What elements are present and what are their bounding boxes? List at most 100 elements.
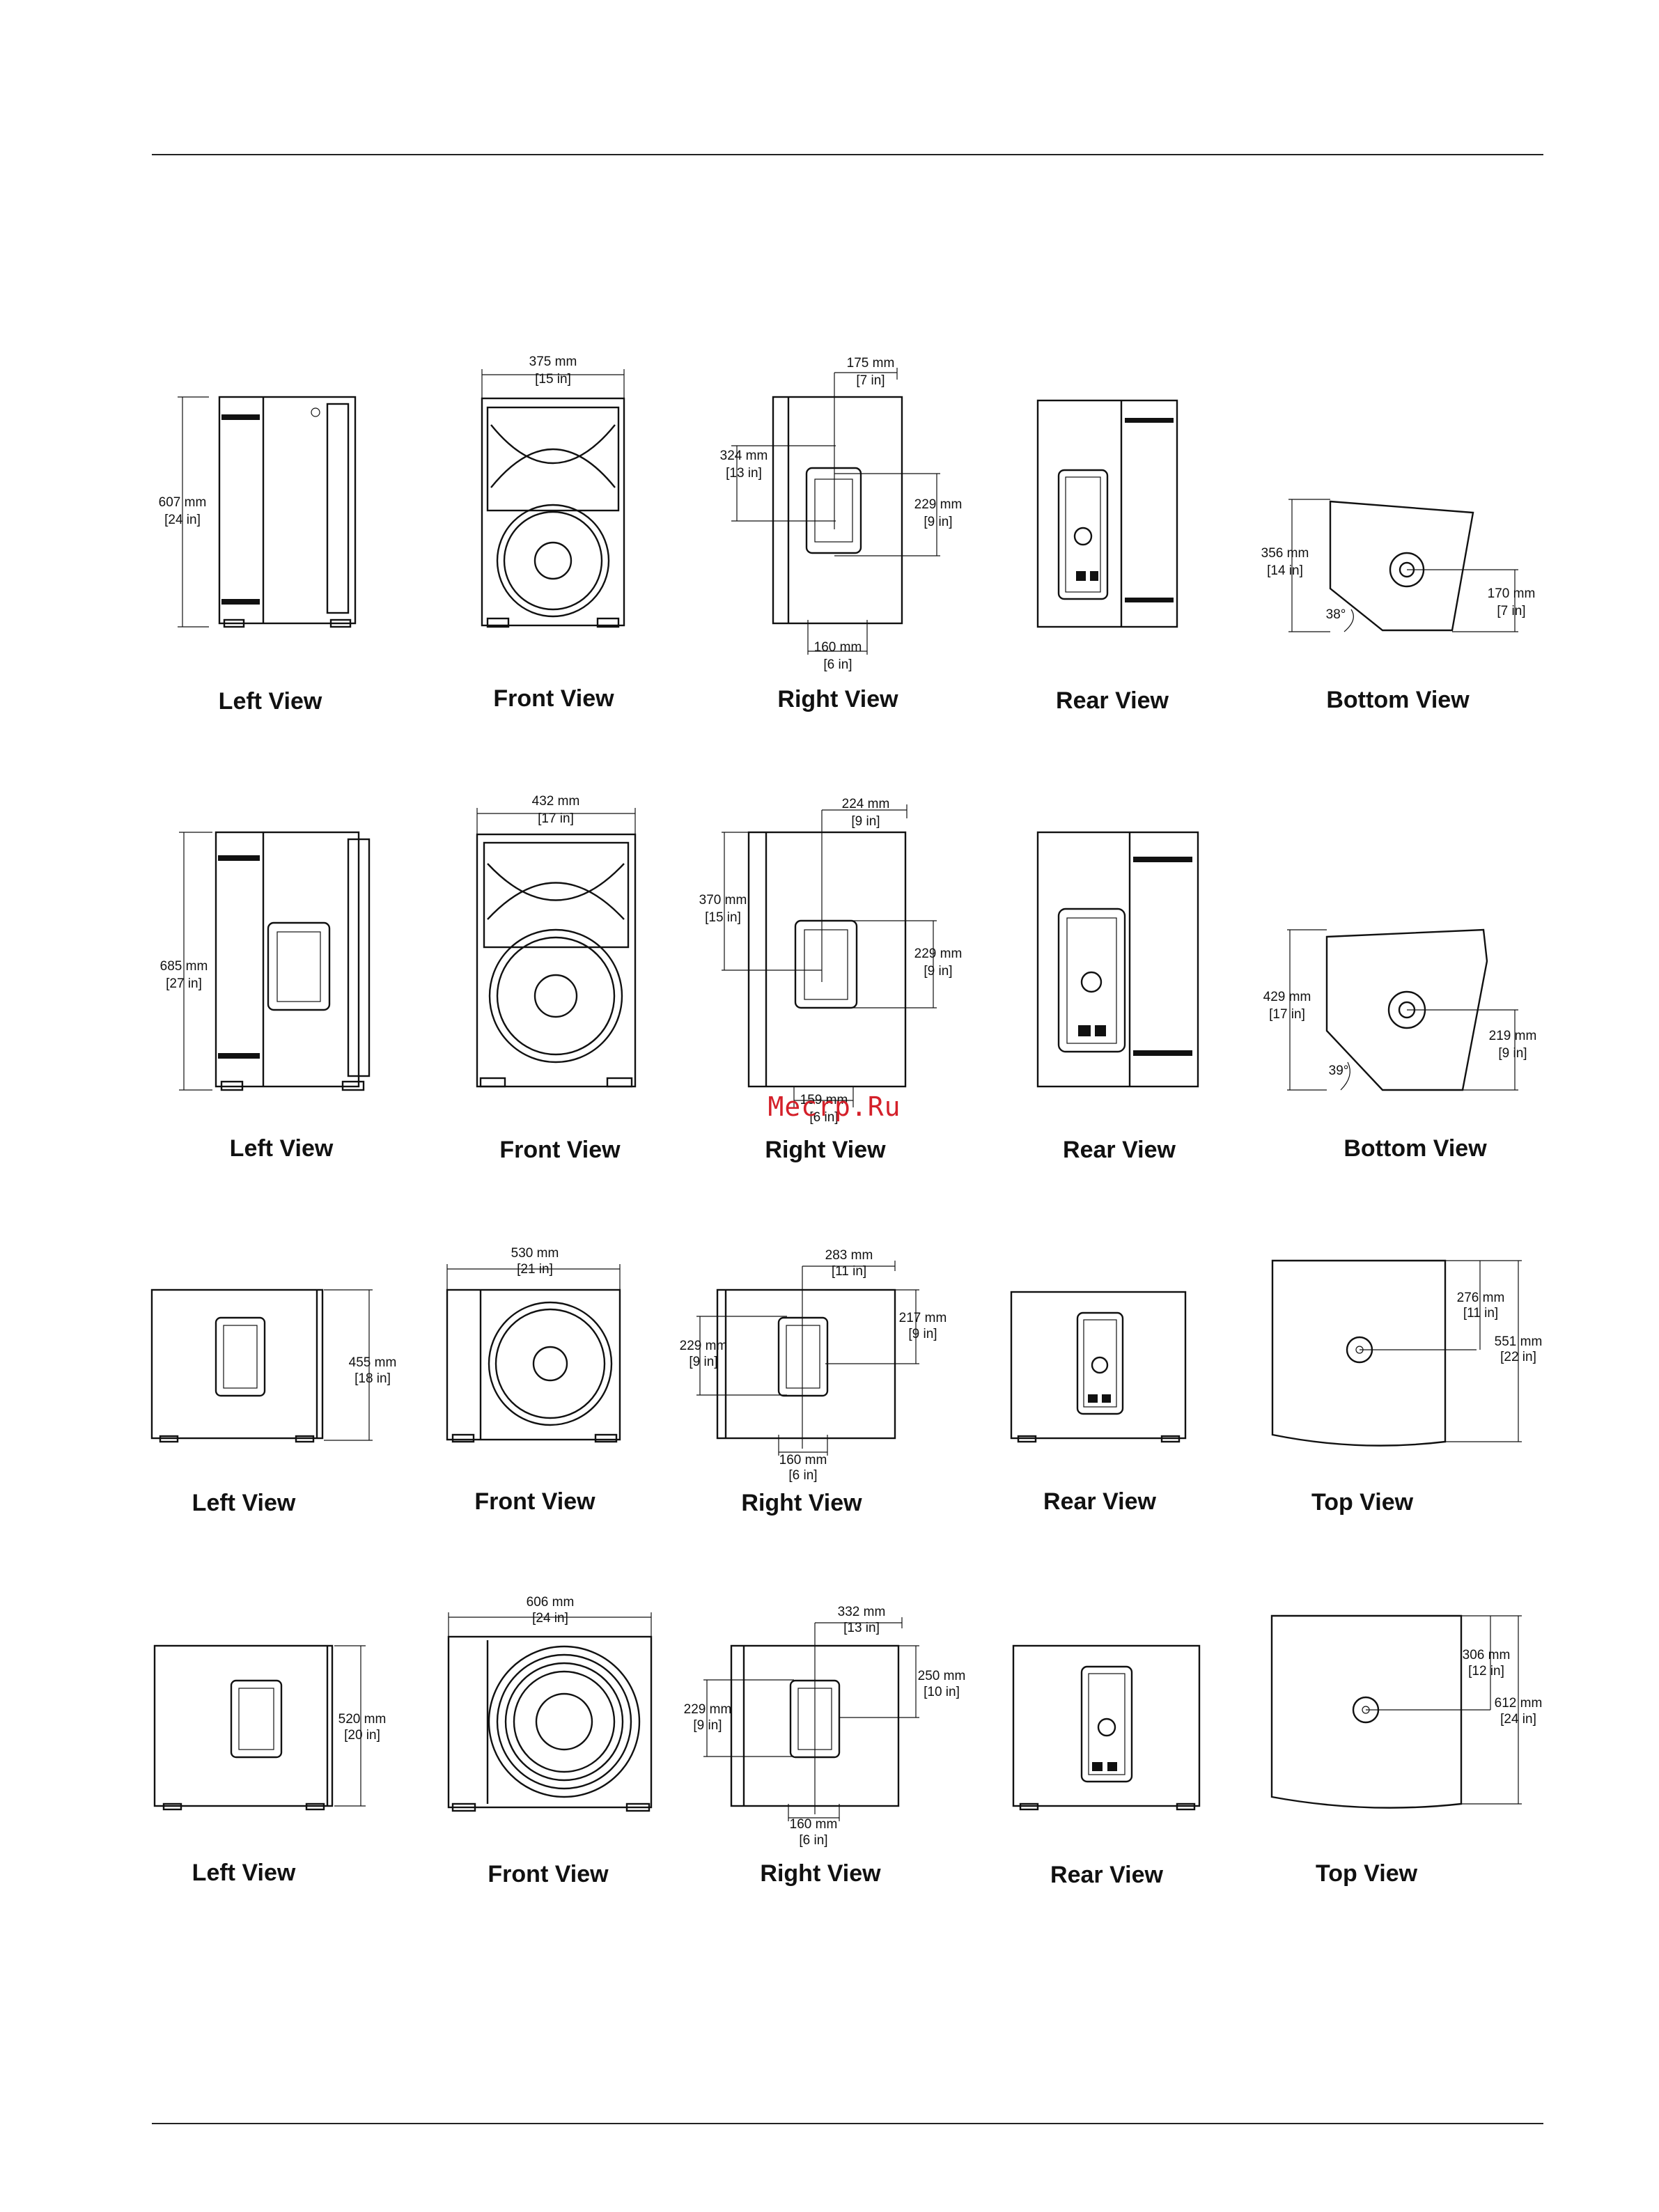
right-left-mm: 370 mm [699,893,747,908]
right-top-in: [13 in] [843,1621,880,1635]
label-top-view: Top View [1316,1860,1418,1887]
label-bottom-view: Bottom View [1343,1135,1487,1162]
left-height-in: [18 in] [355,1371,391,1386]
right-top-mm: 175 mm [847,356,895,371]
label-rear-view: Rear View [1043,1488,1156,1515]
label-right-view: Right View [760,1860,881,1887]
right-bottom-in: [6 in] [788,1468,817,1483]
front-view-drawing [476,808,637,1088]
label-left-view: Left View [192,1860,296,1886]
right-right-mm: 217 mm [899,1311,947,1325]
right-top-in: [9 in] [851,814,880,829]
right-top-mm: 224 mm [842,797,890,811]
right-bottom-in: [6 in] [799,1833,827,1848]
label-right-view: Right View [741,1490,862,1516]
right-top-mm: 283 mm [825,1248,873,1263]
header-rule [152,154,1543,155]
front-width-in: [21 in] [517,1262,553,1277]
label-front-view: Front View [493,685,614,712]
footer-rule [152,2123,1543,2124]
row-2: 685 mm [27 in] 432 mm [17 in] [160,794,1537,1163]
bottom-offset-mm: 170 mm [1488,586,1536,601]
rear-view-drawing [1036,399,1178,628]
row-3: 455 mm [18 in] 530 mm [21 in] [150,1246,1543,1516]
right-bottom-in: [6 in] [809,1110,838,1125]
right-left-in: [9 in] [689,1355,717,1369]
label-top-view: Top View [1311,1489,1414,1516]
left-height-in: [20 in] [344,1728,380,1743]
top-depth-in: [22 in] [1500,1350,1536,1364]
top-view-drawing [1270,1614,1522,1809]
left-height-mm: 455 mm [349,1355,397,1370]
label-rear-view: Rear View [1063,1137,1176,1163]
top-offset-in: [12 in] [1468,1664,1504,1679]
right-bottom-mm: 160 mm [779,1453,827,1467]
right-left-mm: 229 mm [684,1702,732,1717]
right-top-mm: 332 mm [838,1605,886,1619]
right-view-drawing [731,368,940,655]
front-width-mm: 375 mm [529,355,577,369]
left-view-drawing [179,831,371,1091]
rear-view-drawing [1012,1644,1201,1811]
right-view-drawing [696,1261,919,1456]
right-right-in: [10 in] [924,1685,960,1699]
top-offset-in: [11 in] [1463,1306,1498,1321]
bottom-depth-mm: 429 mm [1263,990,1311,1004]
front-width-in: [17 in] [538,811,574,826]
label-left-view: Left View [219,688,322,715]
top-offset-mm: 276 mm [1457,1291,1505,1305]
left-height-in: [24 in] [164,513,201,527]
top-offset-mm: 306 mm [1463,1648,1511,1662]
bottom-view-drawing [1287,928,1518,1091]
label-front-view: Front View [488,1861,609,1887]
front-view-drawing [447,1612,653,1812]
front-width-mm: 606 mm [527,1595,575,1610]
right-left-in: [9 in] [693,1718,722,1733]
bottom-angle: 39° [1329,1064,1349,1078]
bottom-offset-mm: 219 mm [1489,1029,1537,1043]
bottom-angle: 38° [1326,607,1346,622]
right-view-drawing [722,804,937,1107]
top-depth-mm: 551 mm [1495,1334,1543,1349]
right-top-in: [7 in] [856,373,885,388]
top-depth-mm: 612 mm [1495,1696,1543,1711]
label-front-view: Front View [499,1137,621,1163]
front-view-drawing [446,1264,621,1443]
right-view-drawing [703,1617,919,1821]
label-left-view: Left View [230,1135,334,1162]
front-width-mm: 530 mm [511,1246,559,1261]
right-bottom-mm: 159 mm [800,1093,848,1107]
left-view-drawing [153,1644,366,1811]
bottom-depth-in: [17 in] [1269,1007,1305,1022]
label-rear-view: Rear View [1050,1862,1163,1888]
left-height-mm: 607 mm [159,495,207,510]
left-height-in: [27 in] [166,976,202,991]
right-right-in: [9 in] [924,515,952,529]
front-width-in: [24 in] [532,1611,568,1626]
bottom-offset-in: [9 in] [1498,1046,1527,1061]
watermark: Mecrp.Ru [768,1091,901,1122]
right-right-in: [9 in] [908,1327,937,1341]
label-bottom-view: Bottom View [1326,687,1470,713]
front-width-mm: 432 mm [532,794,580,809]
bottom-depth-mm: 356 mm [1261,546,1309,561]
front-view-drawing [481,369,625,628]
right-right-mm: 229 mm [914,497,963,512]
bottom-view-drawing [1288,499,1518,632]
label-left-view: Left View [192,1490,296,1516]
right-right-in: [9 in] [924,964,952,979]
bottom-depth-in: [14 in] [1267,563,1303,578]
left-view-drawing [178,396,357,628]
left-view-drawing [150,1288,373,1443]
rear-view-drawing [1010,1291,1187,1443]
left-height-mm: 520 mm [338,1712,387,1727]
rear-view-drawing [1036,831,1199,1088]
right-right-mm: 229 mm [914,947,963,961]
label-right-view: Right View [765,1137,886,1163]
label-front-view: Front View [474,1488,595,1515]
label-right-view: Right View [777,686,898,712]
right-left-mm: 324 mm [720,449,768,463]
right-left-in: [13 in] [726,466,762,481]
row-4: 520 mm [20 in] 606 mm [24 in] [153,1595,1543,1888]
